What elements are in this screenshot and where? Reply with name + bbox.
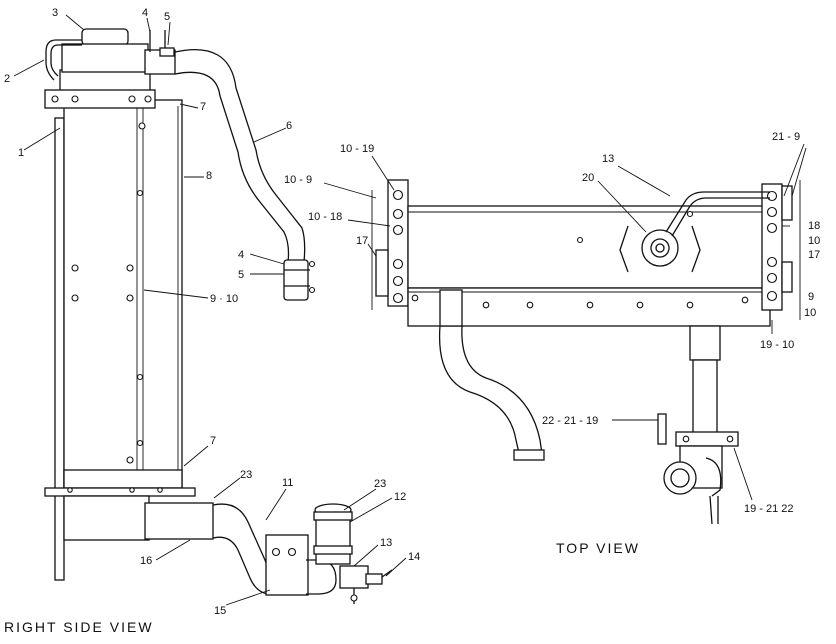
callout-12: 12 — [394, 491, 406, 503]
callout-7-lower: 7 — [210, 435, 216, 447]
callout-1: 1 — [18, 147, 24, 159]
hose-clamp — [283, 259, 309, 301]
callout-10-19: 10 - 19 — [340, 143, 374, 155]
upper-radiator-hose — [174, 48, 306, 263]
callout-23-left: 23 — [240, 469, 252, 481]
top-mounting-bracket — [44, 89, 156, 109]
bottom-tank — [63, 469, 183, 489]
callout-2: 2 — [4, 73, 10, 85]
top-tank-body — [407, 205, 769, 289]
callout-5-lower: 5 — [238, 269, 244, 281]
top-view-leaders — [323, 143, 807, 501]
overflow-tube — [45, 39, 82, 81]
callout-4-lower: 4 — [238, 249, 244, 261]
callout-20: 20 — [582, 172, 594, 184]
callout-8: 8 — [206, 170, 212, 182]
top-view — [371, 179, 801, 525]
left-mounting-rail — [54, 117, 65, 581]
lower-hose-top — [438, 325, 521, 459]
callout-5-top: 5 — [164, 11, 170, 23]
callout-10-9: 10 - 9 — [284, 174, 312, 186]
callout-17-left: 17 — [356, 235, 368, 247]
callout-13-side: 13 — [380, 537, 392, 549]
callout-15: 15 — [214, 605, 226, 617]
callout-11: 11 — [282, 477, 293, 489]
callout-23-right: 23 — [374, 478, 386, 490]
callout-18: 18 — [808, 220, 820, 232]
callout-22-21-19: 22 - 21 - 19 — [542, 415, 598, 427]
callout-4-top: 4 — [142, 7, 148, 19]
callout-labels: 1 2 3 4 5 6 7 8 4 5 9 · 10 7 23 11 16 15… — [4, 7, 820, 617]
callout-16: 16 — [140, 555, 152, 567]
callout-9-right: 9 — [808, 291, 814, 303]
callout-19-21-22: 19 - 21 22 — [744, 503, 794, 515]
right-view-leaders — [13, 14, 407, 606]
right-side-view-title: RIGHT SIDE VIEW — [4, 619, 154, 635]
filler-cap — [81, 28, 129, 46]
callout-21-9: 21 - 9 — [772, 131, 800, 143]
callout-10-right-upper: 10 — [808, 235, 820, 247]
callout-10-right-lower: 10 — [804, 307, 816, 319]
callout-17-right: 17 — [808, 249, 820, 261]
callout-14: 14 — [408, 551, 420, 563]
callout-19-10: 19 - 10 — [760, 339, 794, 351]
radiator-core — [63, 99, 183, 489]
callout-9-10: 9 · 10 — [210, 293, 238, 305]
callout-7-top: 7 — [200, 101, 206, 113]
top-tank — [59, 69, 151, 93]
callout-13-top: 13 — [602, 153, 614, 165]
drain-valve — [339, 565, 369, 589]
callout-6: 6 — [286, 120, 292, 132]
callout-3: 3 — [52, 7, 58, 19]
right-side-view — [44, 28, 393, 604]
callout-10-18: 10 - 18 — [308, 211, 342, 223]
water-pump-housing — [265, 534, 309, 596]
overflow-tube-top — [665, 191, 770, 233]
top-view-title: TOP VIEW — [556, 540, 640, 556]
outlet-adapter — [144, 502, 214, 540]
pump-inlet-pipe — [689, 325, 721, 361]
